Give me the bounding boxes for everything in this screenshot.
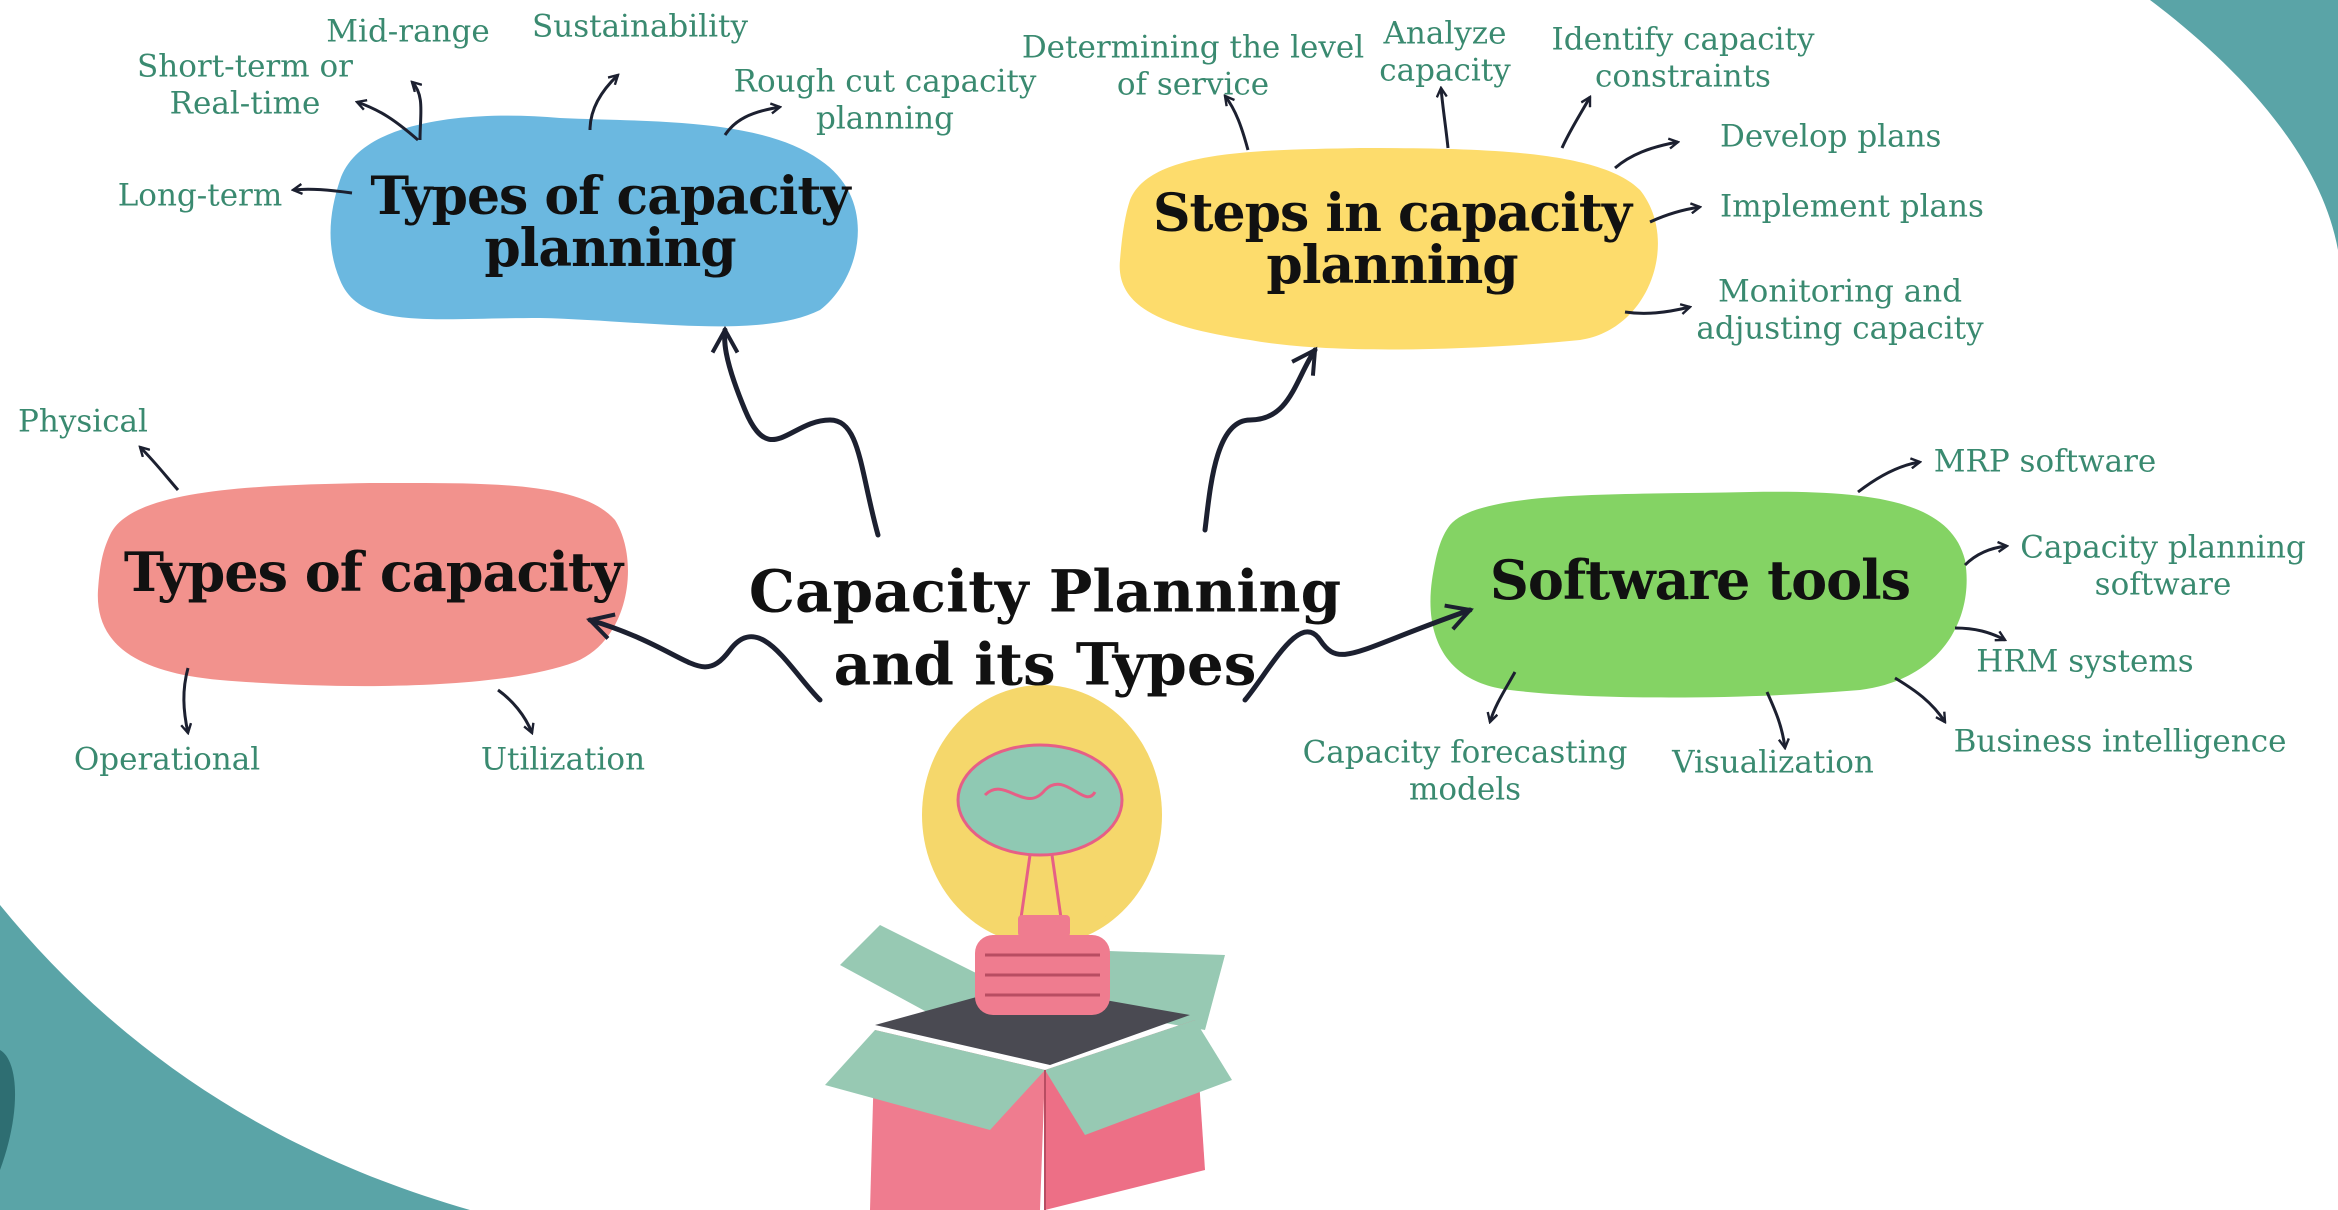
- steps-in-capacity-planning-blob: [1119, 148, 1658, 350]
- label-hrm-systems: HRM systems: [1976, 643, 2194, 680]
- label-analyze-capacity: Analyze capacity: [1379, 15, 1511, 88]
- arrow-to-develop-plans: [1614, 142, 1678, 170]
- label-implement-plans: Implement plans: [1720, 188, 1984, 225]
- types-of-capacity-planning-title: Types of capacity planning: [370, 166, 850, 279]
- label-visualization: Visualization: [1672, 744, 1874, 781]
- arrow-to-capacity-forecasting: [1490, 671, 1517, 722]
- label-utilization: Utilization: [480, 741, 646, 778]
- arrow-to-mrp-software: [1857, 462, 1920, 494]
- center-title: Capacity Planning and its Types: [749, 556, 1341, 701]
- arrow-to-short-term: [357, 102, 419, 142]
- box-opening: [875, 985, 1190, 1065]
- arrow-to-mid-range: [412, 82, 423, 141]
- arrow-to-steps-in-capacity-planning: [1202, 346, 1318, 533]
- label-operational: Operational: [73, 741, 261, 778]
- label-mid-range: Mid-range: [326, 13, 490, 50]
- label-capacity-forecasting-models: Capacity forecasting models: [1302, 734, 1628, 807]
- label-determining-the-level-of-service: Determining the level of service: [1021, 29, 1365, 102]
- label-monitoring-and-adjusting-capacity: Monitoring and adjusting capacity: [1696, 273, 1984, 346]
- label-short-term-or-real-time: Short-term or Real-time: [137, 48, 353, 121]
- bulb-base-top: [1018, 915, 1070, 937]
- center-title-line-2: and its Types: [833, 630, 1257, 698]
- teal-corner-shape-bottom-left: [0, 905, 470, 1210]
- arrow-to-capacity-planning-software: [1963, 546, 2007, 567]
- arrow-to-analyze: [1441, 88, 1450, 149]
- arrow-to-operational: [184, 667, 188, 733]
- arrow-to-business-intelligence: [1894, 676, 1945, 722]
- software-tools-title: Software tools: [1489, 548, 1911, 612]
- lightbulb-box-illustration: [825, 685, 1232, 1210]
- box-front-flap-right: [1045, 1020, 1232, 1135]
- arrow-to-determining: [1225, 96, 1250, 151]
- arrow-to-sustainability: [588, 75, 618, 131]
- arrow-to-physical: [140, 447, 180, 491]
- dark-teal-circle-shape: [0, 1050, 16, 1170]
- arrow-to-types-of-capacity-planning: [710, 325, 881, 538]
- arrow-to-visualization: [1765, 691, 1785, 748]
- arrow-to-rough-cut: [723, 107, 780, 136]
- types-of-capacity-planning-blob: [330, 115, 858, 327]
- types-of-capacity-title: Types of capacity: [123, 540, 623, 604]
- arrow-to-monitoring: [1624, 307, 1690, 315]
- arrow-to-hrm-systems: [1954, 626, 2005, 640]
- arrow-to-types-of-capacity: [586, 612, 823, 703]
- label-develop-plans: Develop plans: [1720, 118, 1942, 155]
- arrow-to-utilization: [497, 688, 532, 733]
- label-capacity-planning-software: Capacity planning software: [2020, 529, 2306, 602]
- label-sustainability: Sustainability: [532, 8, 748, 45]
- arrow-to-software-tools: [1242, 603, 1474, 703]
- software-tools-blob: [1430, 491, 1967, 698]
- label-rough-cut-capacity-planning: Rough cut capacity planning: [733, 63, 1037, 136]
- label-physical: Physical: [18, 403, 148, 440]
- box-front-flap-left: [825, 1030, 1045, 1130]
- types-of-capacity-blob: [97, 482, 628, 687]
- label-business-intelligence: Business intelligence: [1953, 723, 2287, 760]
- teal-corner-shape-top-right: [2150, 0, 2338, 250]
- brain-icon: [956, 743, 1124, 857]
- label-identify-capacity-constraints: Identify capacity constraints: [1551, 21, 1815, 94]
- label-mrp-software: MRP software: [1933, 443, 2157, 480]
- label-long-term: Long-term: [117, 177, 283, 214]
- arrow-to-long-term: [293, 189, 353, 193]
- arrow-to-identify: [1560, 97, 1592, 149]
- center-title-line-1: Capacity Planning: [748, 557, 1342, 626]
- steps-in-capacity-planning-title: Steps in capacity planning: [1152, 183, 1632, 296]
- arrow-to-implement-plans: [1649, 207, 1700, 224]
